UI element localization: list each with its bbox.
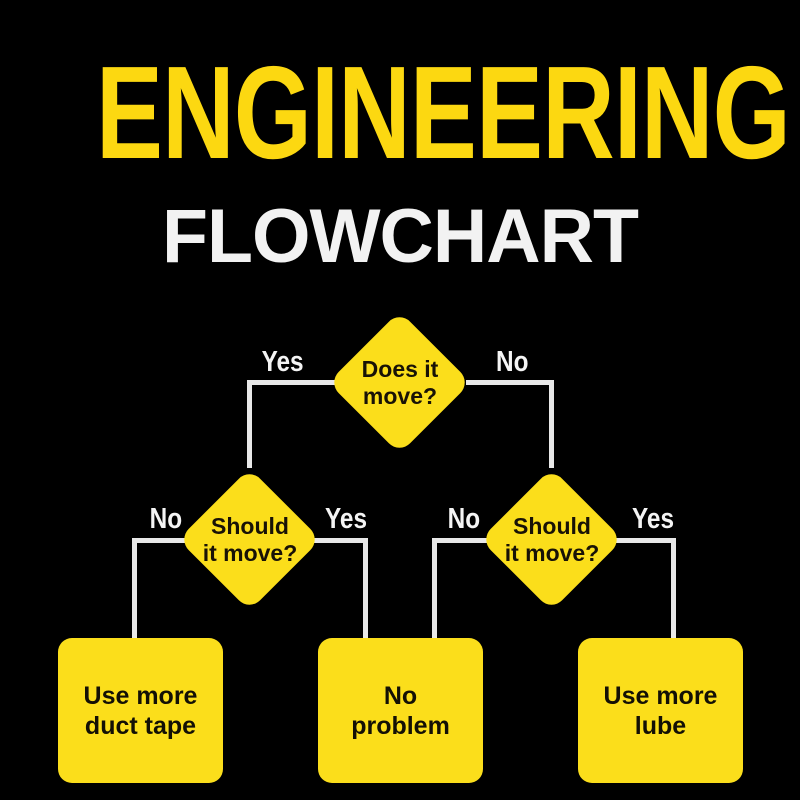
- decision-node-should-it-move-right-label: Should it move?: [504, 513, 600, 566]
- connector-root-no-vertical: [549, 380, 554, 468]
- branch-label-root-yes: Yes: [261, 346, 304, 378]
- connector-right-no-horizontal: [432, 538, 494, 543]
- page-subtitle: FLOWCHART: [162, 194, 639, 279]
- connector-right-no-vertical: [432, 538, 437, 642]
- branch-label-right-no: No: [447, 503, 481, 535]
- terminal-node-use-more-lube[interactable]: Use more lube: [578, 638, 743, 783]
- terminal-node-use-more-lube-label: Use more lube: [603, 681, 718, 740]
- decision-node-should-it-move-left-label: Should it move?: [202, 513, 298, 566]
- connector-left-yes-horizontal: [306, 538, 368, 543]
- connector-left-no-horizontal: [132, 538, 194, 543]
- connector-root-yes-vertical: [247, 380, 252, 468]
- branch-label-root-no: No: [496, 346, 529, 378]
- connector-root-yes-horizontal: [247, 380, 335, 385]
- page-title: ENGINEERING: [96, 39, 791, 186]
- branch-label-left-yes: Yes: [325, 503, 367, 535]
- connector-right-yes-horizontal: [608, 538, 676, 543]
- terminal-node-no-problem-label: No problem: [351, 681, 450, 740]
- branch-label-right-yes: Yes: [632, 503, 674, 535]
- connector-root-no-horizontal: [466, 380, 554, 385]
- decision-node-does-it-move-label: Does it move?: [361, 356, 439, 409]
- terminal-node-use-more-duct-tape-label: Use more duct tape: [83, 681, 198, 740]
- connector-right-yes-vertical: [671, 538, 676, 642]
- connector-left-no-vertical: [132, 538, 137, 642]
- terminal-node-no-problem[interactable]: No problem: [318, 638, 483, 783]
- terminal-node-use-more-duct-tape[interactable]: Use more duct tape: [58, 638, 223, 783]
- connector-left-yes-vertical: [363, 538, 368, 642]
- branch-label-left-no: No: [149, 503, 183, 535]
